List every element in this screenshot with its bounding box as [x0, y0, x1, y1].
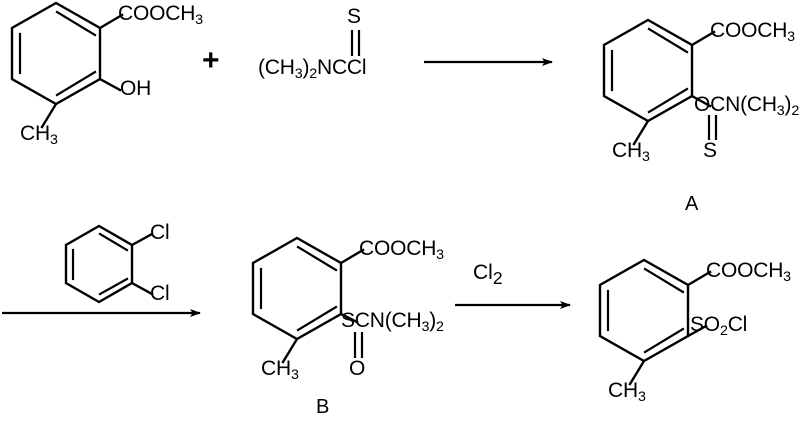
- ester-label-compound-B: COOCH3: [359, 237, 444, 263]
- reagent-label-chlorine: Cl2: [473, 261, 503, 289]
- carbonyl-label-compound-B: O: [349, 357, 366, 380]
- compound-label-B: B: [316, 396, 330, 418]
- methyl-label-compound-A: CH3: [612, 139, 650, 165]
- ester-label-compound-A: COOCH3: [710, 19, 795, 45]
- carbonyl-double-bond-compound-B: [353, 332, 364, 358]
- chloro-label-top-dichlorobenzene: Cl: [150, 221, 170, 244]
- compound-label-A: A: [685, 193, 699, 215]
- methyl-label-reactant-1: CH3: [20, 122, 58, 148]
- ester-label-reactant-1: COOCH3: [118, 2, 203, 28]
- thione-label-compound-A: S: [703, 139, 717, 162]
- sulfonyl-chloride-label-final-product: SO2Cl: [690, 313, 748, 339]
- chloro-label-bottom-dichlorobenzene: Cl: [150, 282, 170, 305]
- thiocarbamate-linker-compound-B: SCN(CH3)2: [341, 309, 444, 335]
- sulfur-label-reactant-2: S: [347, 5, 361, 28]
- methyl-label-final-product: CH3: [608, 379, 646, 405]
- thiocarbamate-linker-compound-A: OCN(CH3)2: [694, 93, 800, 119]
- structure-ortho-dichlorobenzene: [64, 224, 154, 304]
- structure-final-product: [598, 258, 712, 386]
- hydroxyl-label-reactant-1: OH: [120, 77, 152, 100]
- structure-compound-B: [251, 236, 365, 364]
- formula-reactant-2: (CH3)2NCCl: [258, 56, 367, 82]
- thiocarbonyl-double-bond-reactant-2: [350, 30, 361, 56]
- structure-reactant-1: [10, 1, 124, 129]
- structure-compound-A: [602, 18, 716, 146]
- plus-sign: +: [202, 44, 220, 77]
- methyl-label-compound-B: CH3: [261, 357, 299, 383]
- ester-label-final-product: COOCH3: [706, 259, 791, 285]
- thiocarbonyl-double-bond-compound-A: [707, 115, 718, 140]
